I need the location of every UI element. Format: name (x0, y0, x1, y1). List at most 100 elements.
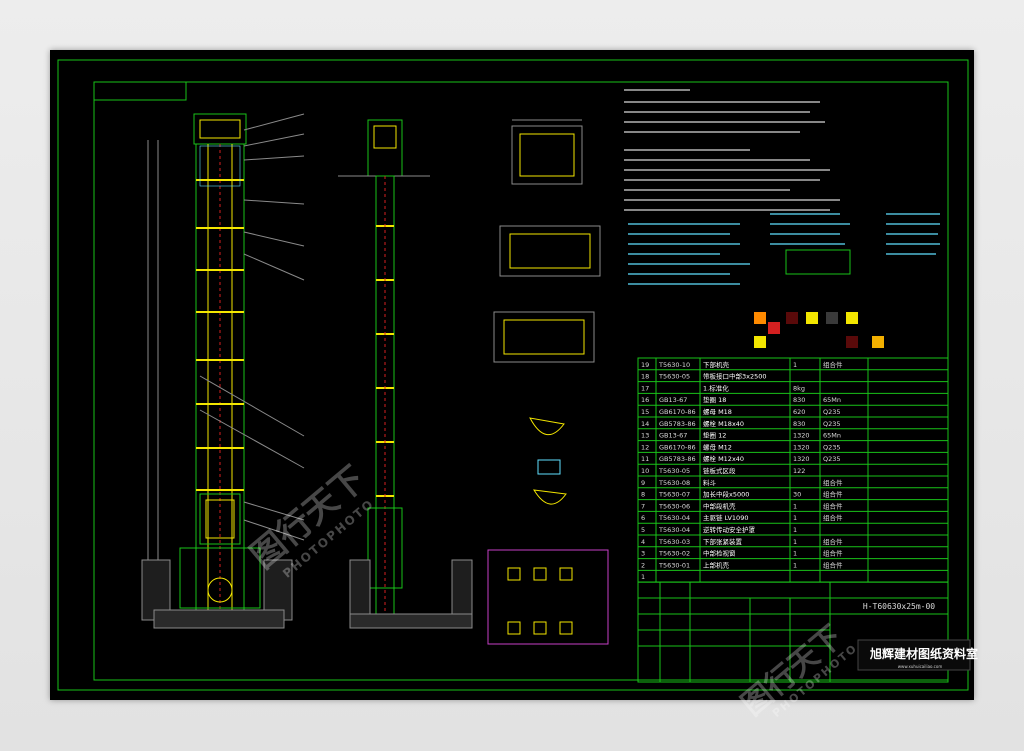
parts-table-cell: 19 (641, 361, 649, 369)
parts-table-cell: 14 (641, 420, 649, 428)
parts-table-cell: 7 (641, 502, 645, 510)
parts-table-cell: 垫圈 12 (703, 431, 726, 440)
parts-table-cell: 65Mn (823, 432, 841, 440)
parts-table-cell: 组合件 (823, 478, 843, 487)
parts-table-cell: 12 (641, 443, 649, 451)
legend-swatch (806, 312, 818, 324)
flange-detail-3 (493, 311, 595, 363)
parts-table-cell: 1320 (793, 432, 810, 440)
parts-table-cell: T5630-05 (658, 467, 690, 475)
parts-table-cell: 上部机壳 (703, 560, 730, 569)
title-block (637, 581, 949, 683)
parts-table-cell: 13 (641, 432, 649, 440)
parts-table-cell: 螺母 M12 (703, 442, 732, 451)
parts-table-cell: GB5783-86 (659, 455, 696, 463)
parts-table-cell: Q235 (823, 455, 841, 463)
parts-table-cell: 3 (641, 550, 645, 558)
parts-table-cell: 组合件 (823, 549, 843, 558)
legend-swatch (846, 336, 858, 348)
parts-table-cell: 15 (641, 408, 649, 416)
parts-table-cell: 1 (793, 550, 797, 558)
parts-table-cell: 8 (641, 491, 645, 499)
parts-table-cell: Q235 (823, 420, 841, 428)
legend-swatch (768, 322, 780, 334)
parts-table-cell: 830 (793, 420, 805, 428)
parts-table-cell: 1 (793, 361, 797, 369)
color-legend (754, 312, 884, 348)
parts-table-cell: T5630-07 (658, 491, 690, 499)
parts-table-cell: 30 (793, 491, 801, 499)
parts-table-cell: 组合件 (823, 560, 843, 569)
drawing-number: H-T60630x25m-00 (862, 602, 936, 611)
parts-table-cell: 组合件 (823, 501, 843, 510)
parts-table-cell: 组合件 (823, 537, 843, 546)
parts-table-cell: Q235 (823, 443, 841, 451)
parts-table-cell: GB6170-86 (659, 443, 696, 451)
parts-table-cell: 1 (793, 526, 797, 534)
legend-swatch (872, 336, 884, 348)
parts-table-cell: GB5783-86 (659, 420, 696, 428)
parts-table-cell: 2 (641, 561, 645, 569)
parts-table-cell: GB13-67 (659, 396, 687, 404)
parts-table-cell: 中部段机壳 (703, 501, 736, 510)
parts-table-cell: 主驱链 LV1090 (703, 513, 748, 522)
parts-table-cell: T5630-04 (658, 514, 690, 522)
parts-table-cell: 1.标准化 (703, 383, 729, 392)
parts-table-cell: GB6170-86 (659, 408, 696, 416)
parts-table-cell: T5630-02 (658, 550, 690, 558)
parts-table-cell: 4 (641, 538, 645, 546)
legend-swatch (754, 336, 766, 348)
parts-table-cell: 6 (641, 514, 645, 522)
parts-table-cell: Q235 (823, 408, 841, 416)
parts-table-cell: T5630-06 (658, 502, 690, 510)
parts-table-cell: 螺栓 M18x40 (703, 419, 744, 428)
parts-table-cell: T5630-03 (658, 538, 690, 546)
parts-table-cell: 加长中段x5000 (703, 490, 749, 499)
cad-drawing: 19T5630-10下部机壳1组合件18T5630-05带板接口中部3x2500… (57, 59, 971, 691)
parts-table-cell: 带板接口中部3x2500 (703, 372, 767, 381)
parts-table-cell: GB13-67 (659, 432, 687, 440)
flange-detail-2 (499, 225, 601, 277)
parts-table-cell: T5630-05 (658, 373, 690, 381)
legend-swatch (826, 312, 838, 324)
title-block-label: 旭辉建材图纸资料室 (870, 647, 979, 661)
parts-table-cell: 螺栓 M12x40 (703, 454, 744, 463)
parts-table-cell: 620 (793, 408, 805, 416)
parts-table-cell: 下部机壳 (703, 360, 730, 369)
title-block-url: www.xuhuicailiao.com (897, 664, 943, 669)
parts-table-cell: 螺母 M18 (703, 407, 732, 416)
spec-notes (628, 213, 940, 285)
parts-table-cell: 逆转传动安全护罩 (703, 525, 756, 534)
parts-table-cell: 8kg (793, 384, 805, 392)
elevator-side-view (338, 119, 473, 629)
parts-table-cell: 830 (793, 396, 805, 404)
parts-table-cell: 1320 (793, 443, 810, 451)
parts-table-cell: 11 (641, 455, 649, 463)
parts-table-cell: 17 (641, 384, 649, 392)
legend-swatch (846, 312, 858, 324)
parts-table-cell: 10 (641, 467, 649, 475)
parts-table-cell: 中部检视窗 (703, 549, 736, 558)
legend-swatch (754, 312, 766, 324)
parts-table-cell: 下部张紧装置 (703, 537, 743, 546)
spec-box (785, 249, 851, 275)
parts-table-cell: 1 (793, 538, 797, 546)
outer-border (57, 59, 969, 691)
parts-table-cell: 1 (641, 573, 645, 581)
parts-table-cell: 18 (641, 373, 649, 381)
parts-table-cell: T5630-10 (658, 361, 690, 369)
elevator-front-view (141, 113, 305, 629)
parts-table-cell: 9 (641, 479, 645, 487)
technical-notes (624, 89, 840, 211)
bucket-detail (529, 417, 567, 505)
flange-detail-1 (511, 119, 583, 185)
parts-table-cell: 垫圈 18 (703, 395, 726, 404)
parts-table-cell: 1 (793, 502, 797, 510)
legend-swatch (786, 312, 798, 324)
corner-tag (93, 81, 187, 101)
parts-table-cell: 链板式区段 (703, 466, 736, 475)
parts-table-cell: T5630-01 (658, 561, 690, 569)
base-plate-detail (487, 549, 609, 645)
